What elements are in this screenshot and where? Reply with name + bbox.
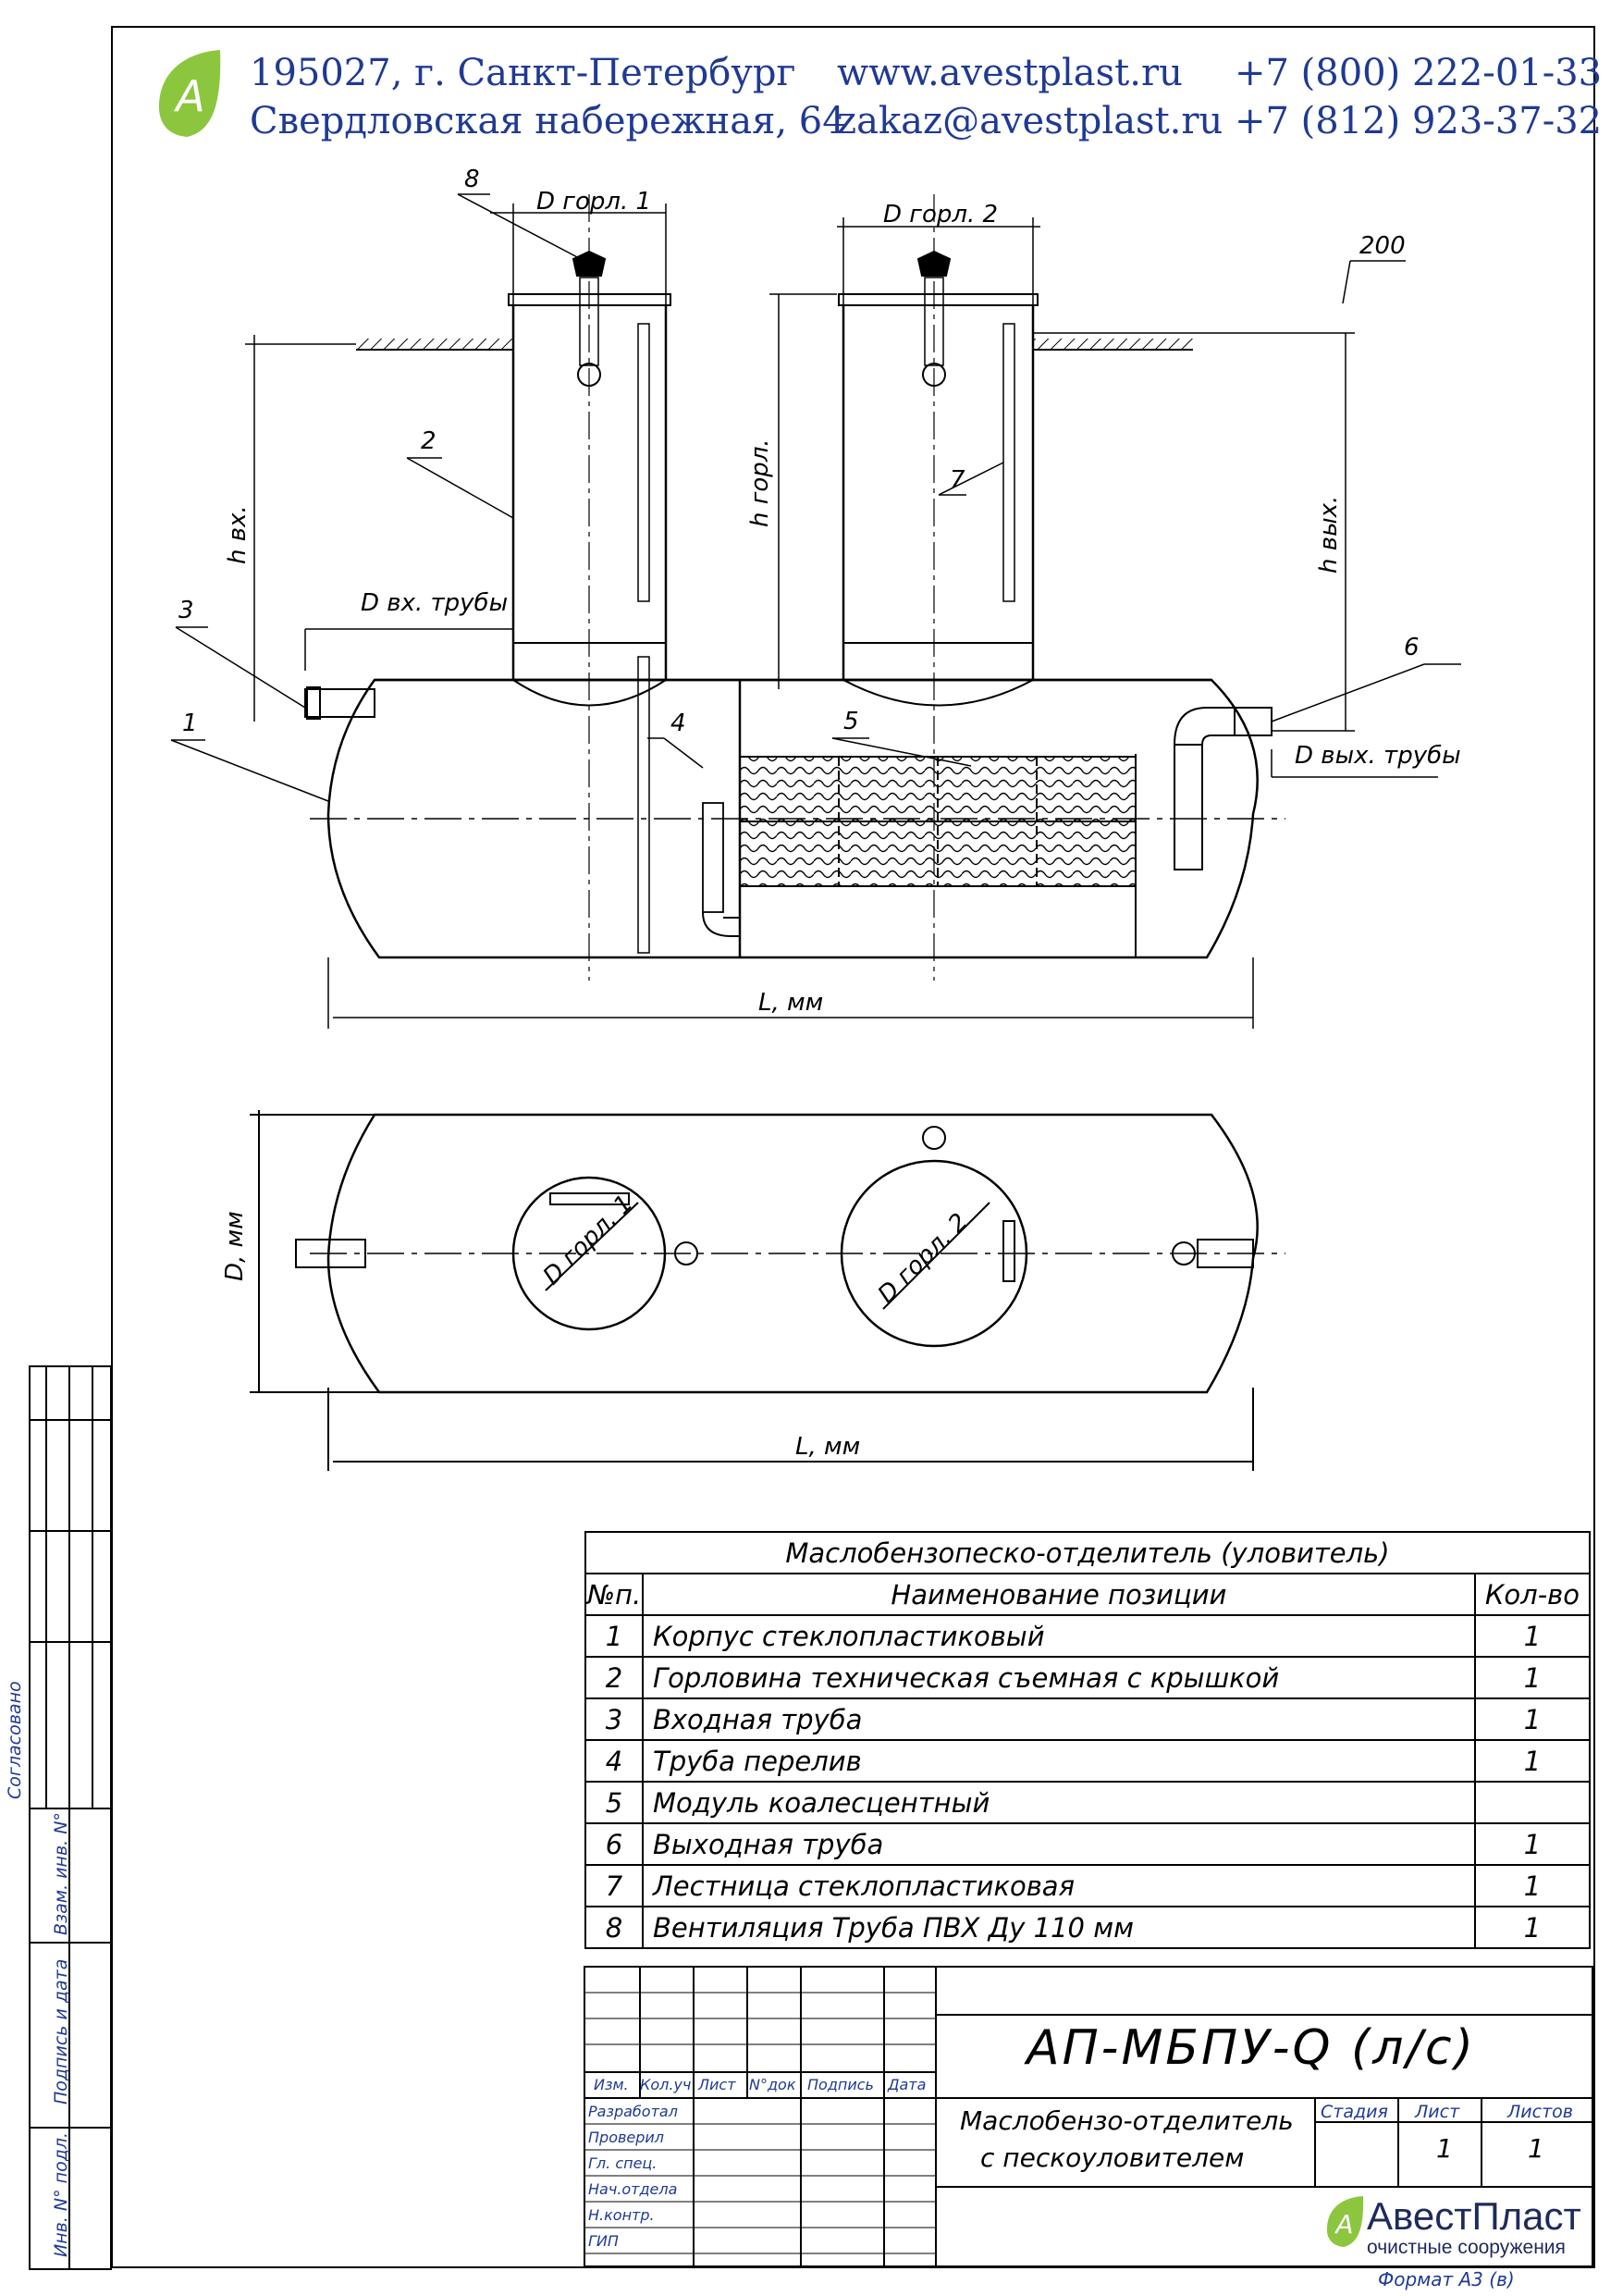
col-list: Лист	[698, 2076, 736, 2093]
title-block	[584, 1966, 1593, 2267]
callout-6: 6	[1404, 634, 1420, 661]
sheet-value: 1	[1436, 2133, 1453, 2164]
company-name: АвестПласт	[1367, 2194, 1581, 2238]
callout-4: 4	[670, 710, 686, 737]
col-izm: Изм.	[594, 2076, 629, 2093]
dim-lines	[245, 204, 1438, 1029]
label-L-top: L, мм	[795, 1433, 860, 1461]
sheets-value: 1	[1528, 2133, 1544, 2164]
callout-8: 8	[464, 166, 480, 193]
callout-2: 2	[421, 427, 436, 455]
doc-title-2: с пескоуловителем	[980, 2142, 1245, 2173]
callout-3: 3	[178, 597, 194, 624]
designation: АП-МБПУ-Q (л/с)	[1027, 2020, 1476, 2076]
callout-7: 7	[950, 466, 965, 494]
doc-title-1: Маслобензо-отделитель	[960, 2105, 1294, 2136]
callout-1: 1	[182, 710, 198, 737]
side-sign-date: Подпись и дата	[51, 1958, 71, 2105]
stage-label: Стадия	[1321, 2102, 1388, 2122]
col-num-header: №п.	[584, 1573, 644, 1616]
role-chief-spec: Гл. спец.	[588, 2154, 658, 2172]
side-agreed: Согласовано	[5, 1681, 25, 1799]
label-L-side: L, мм	[758, 989, 823, 1017]
email-link[interactable]: zakaz@avestplast.ru	[837, 100, 1223, 142]
role-norm-control: Н.контр.	[588, 2206, 655, 2224]
label-200: 200	[1359, 232, 1406, 260]
company-sub: очистные сооружения	[1367, 2237, 1566, 2258]
spec-table: Маслобензопеско-отделитель (уловитель) №…	[584, 1531, 1592, 1949]
website-link[interactable]: www.avestplast.ru	[837, 52, 1183, 94]
phone1: +7 (800) 222-01-33	[1235, 52, 1603, 94]
label-d-neck1: D горл. 1	[536, 188, 651, 216]
logo-letter: А	[173, 71, 204, 121]
role-checker: Проверил	[588, 2129, 665, 2146]
callout-5: 5	[843, 708, 859, 735]
technical-drawing: D горл. 1 D горл. 2 200 D вх. трубы D вы…	[170, 166, 1461, 1471]
side-inv-replace: Взам. инв. N°	[51, 1812, 71, 1935]
sheet-label: Лист	[1415, 2102, 1460, 2122]
col-ndok: N°док	[749, 2076, 796, 2093]
label-d-neck2-top: D горл. 2	[873, 1208, 974, 1309]
role-gip: ГИП	[588, 2232, 619, 2250]
address-line2: Свердловская набережная, 64	[250, 100, 846, 142]
format-label: Формат А3 (в)	[1378, 2268, 1515, 2290]
role-developer: Разработал	[588, 2103, 678, 2120]
svg-text:А: А	[1334, 2209, 1353, 2240]
side-inv-orig: Инв. N° подл.	[51, 2131, 71, 2257]
address-line1: 195027, г. Санкт-Петербург	[250, 52, 796, 94]
label-D: D, мм	[221, 1211, 249, 1281]
label-d-neck2: D горл. 2	[883, 201, 998, 228]
inlet-pipe	[304, 688, 375, 718]
spec-title: Маслобензопеско-отделитель (уловитель)	[584, 1531, 1591, 1574]
phone2: +7 (812) 923-37-32	[1235, 100, 1603, 142]
col-kol: Кол.уч	[640, 2076, 692, 2093]
ground-right	[1034, 339, 1193, 351]
company-stamp-logo: А	[1326, 2196, 1364, 2247]
label-d-in-pipe: D вх. трубы	[361, 589, 508, 617]
label-d-out-pipe: D вых. трубы	[1295, 742, 1461, 770]
company-logo: А	[158, 50, 221, 137]
ground-left	[356, 339, 513, 351]
label-h-neck: h горл.	[746, 438, 774, 527]
overflow-pipe	[702, 802, 724, 913]
side-stamp	[29, 1365, 112, 2270]
callout-leaders	[170, 193, 1461, 802]
label-h-out: h вых.	[1315, 496, 1343, 574]
neck-1	[508, 194, 671, 981]
col-qty-header: Кол-во	[1473, 1573, 1592, 1616]
outlet-pipe	[1174, 707, 1273, 870]
tank-body	[326, 678, 1259, 959]
col-data: Дата	[888, 2076, 927, 2093]
label-h-in: h вх.	[224, 505, 252, 564]
col-podp: Подпись	[807, 2076, 874, 2093]
role-dept-head: Нач.отдела	[588, 2180, 678, 2198]
sheets-label: Листов	[1507, 2102, 1573, 2122]
top-view	[250, 1110, 1285, 1471]
col-name-header: Наименование позиции	[642, 1573, 1476, 1616]
